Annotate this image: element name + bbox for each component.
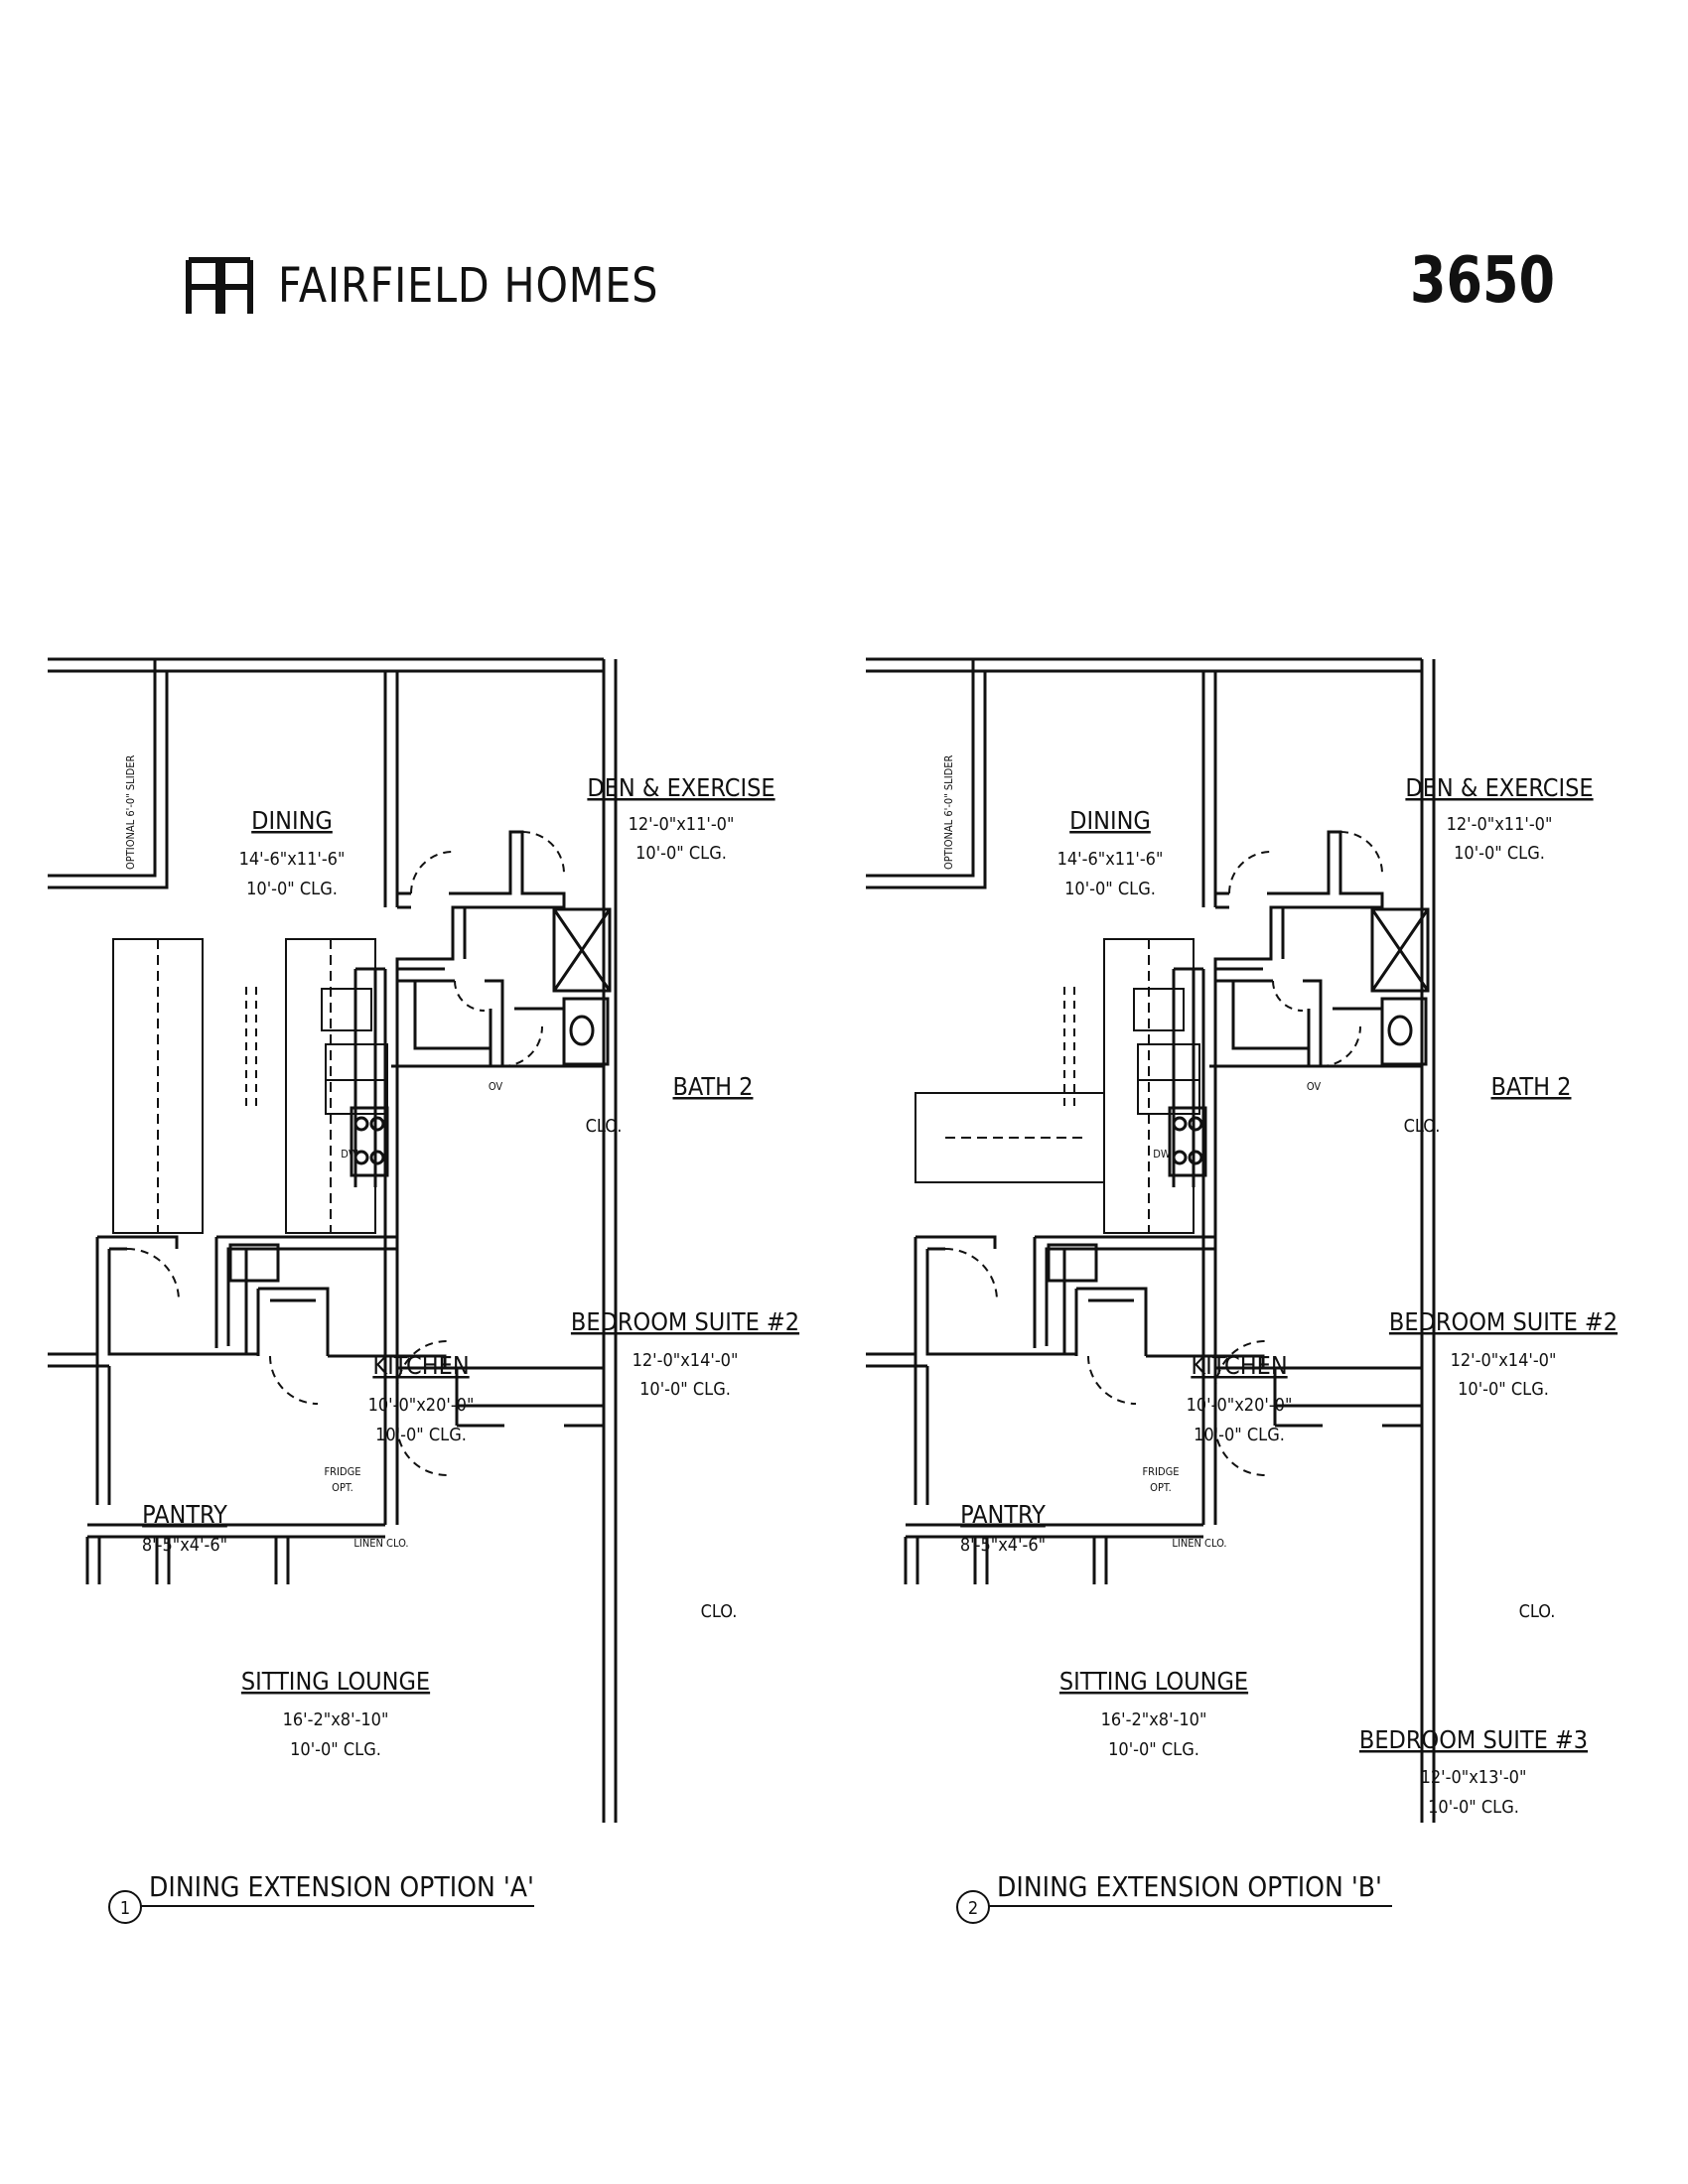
lounge-ceiling: 10'-0" CLG. bbox=[1108, 1739, 1199, 1760]
fridge-label-1: FRIDGE bbox=[324, 1465, 360, 1478]
kitchen-size: 10'-0"x20'-0" bbox=[368, 1395, 475, 1416]
pantry-size: 8'-5"x4'-6" bbox=[960, 1535, 1046, 1556]
dining-size: 14'-6"x11'-6" bbox=[239, 849, 346, 870]
den-size: 12'-0"x11'-0" bbox=[629, 814, 735, 835]
caption: DINING EXTENSION OPTION 'B' bbox=[997, 1870, 1382, 1903]
bedroom2-size: 12'-0"x14'-0" bbox=[1451, 1350, 1557, 1371]
bedroom2-name: BEDROOM SUITE #2 bbox=[1389, 1307, 1618, 1336]
closet-lower: CLO. bbox=[1519, 1601, 1556, 1622]
bedroom3-name: BEDROOM SUITE #3 bbox=[1359, 1725, 1588, 1754]
fridge-label-2: OPT. bbox=[1150, 1481, 1172, 1494]
fridge-label-1: FRIDGE bbox=[1142, 1465, 1179, 1478]
den-ceiling: 10'-0" CLG. bbox=[635, 843, 727, 864]
linen-label: LINEN CLO. bbox=[1172, 1537, 1226, 1550]
caption: DINING EXTENSION OPTION 'A' bbox=[149, 1870, 534, 1903]
dining-name: DINING bbox=[1069, 806, 1151, 835]
bedroom2-size: 12'-0"x14'-0" bbox=[633, 1350, 739, 1371]
lounge-name: SITTING LOUNGE bbox=[241, 1667, 430, 1696]
plan-option-a: OPTIONAL 6'-0" SLIDER DINING 14'-6"x11'-… bbox=[46, 657, 799, 1924]
slider-label: OPTIONAL 6'-0" SLIDER bbox=[124, 755, 137, 870]
lounge-ceiling: 10'-0" CLG. bbox=[290, 1739, 381, 1760]
closet-upper: CLO. bbox=[1404, 1116, 1441, 1137]
oven-label: OV bbox=[1307, 1080, 1322, 1093]
den-name: DEN & EXERCISE bbox=[1405, 773, 1593, 802]
fh-monogram-icon bbox=[186, 257, 253, 314]
kitchen-name: KITCHEN bbox=[372, 1351, 469, 1380]
den-name: DEN & EXERCISE bbox=[587, 773, 774, 802]
den-ceiling: 10'-0" CLG. bbox=[1454, 843, 1545, 864]
kitchen-ceiling: 10'-0" CLG. bbox=[375, 1425, 467, 1445]
kitchen-ceiling: 10'-0" CLG. bbox=[1194, 1425, 1285, 1445]
bedroom2-ceiling: 10'-0" CLG. bbox=[1458, 1379, 1549, 1400]
plan-number: 3650 bbox=[1410, 244, 1556, 318]
dining-ceiling: 10'-0" CLG. bbox=[1064, 879, 1156, 899]
oven-label: OV bbox=[489, 1080, 503, 1093]
linen-label: LINEN CLO. bbox=[353, 1537, 408, 1550]
den-size: 12'-0"x11'-0" bbox=[1447, 814, 1553, 835]
caption-number: 1 bbox=[120, 1898, 130, 1919]
pantry-size: 8'-5"x4'-6" bbox=[142, 1535, 227, 1556]
dishwasher-label: DW bbox=[1153, 1148, 1171, 1160]
lounge-size: 16'-2"x8'-10" bbox=[283, 1709, 389, 1730]
plan-option-b: OPTIONAL 6'-0" SLIDER DINING 14'-6"x11'-… bbox=[864, 657, 1618, 1924]
kitchen-size: 10'-0"x20'-0" bbox=[1187, 1395, 1293, 1416]
fridge-label-2: OPT. bbox=[332, 1481, 353, 1494]
bath-name: BATH 2 bbox=[1491, 1072, 1572, 1101]
kitchen-name: KITCHEN bbox=[1191, 1351, 1287, 1380]
brand: FAIRFIELD HOMES bbox=[185, 254, 721, 318]
closet-upper: CLO. bbox=[586, 1116, 623, 1137]
pantry-name: PANTRY bbox=[960, 1500, 1046, 1529]
lounge-name: SITTING LOUNGE bbox=[1059, 1667, 1248, 1696]
dining-name: DINING bbox=[251, 806, 333, 835]
bath-name: BATH 2 bbox=[673, 1072, 754, 1101]
pantry-name: PANTRY bbox=[142, 1500, 227, 1529]
dining-ceiling: 10'-0" CLG. bbox=[246, 879, 338, 899]
caption-number: 2 bbox=[968, 1898, 978, 1919]
slider-label: OPTIONAL 6'-0" SLIDER bbox=[942, 755, 955, 870]
dishwasher-label: DW bbox=[341, 1148, 358, 1160]
bedroom2-ceiling: 10'-0" CLG. bbox=[639, 1379, 731, 1400]
bedroom3-size: 12'-0"x13'-0" bbox=[1421, 1767, 1527, 1788]
closet-lower: CLO. bbox=[701, 1601, 738, 1622]
bedroom3-ceiling: 10'-0" CLG. bbox=[1428, 1797, 1519, 1818]
bedroom2-name: BEDROOM SUITE #2 bbox=[571, 1307, 799, 1336]
lounge-size: 16'-2"x8'-10" bbox=[1101, 1709, 1207, 1730]
brand-name: FAIRFIELD HOMES bbox=[278, 258, 659, 314]
dining-size: 14'-6"x11'-6" bbox=[1057, 849, 1164, 870]
